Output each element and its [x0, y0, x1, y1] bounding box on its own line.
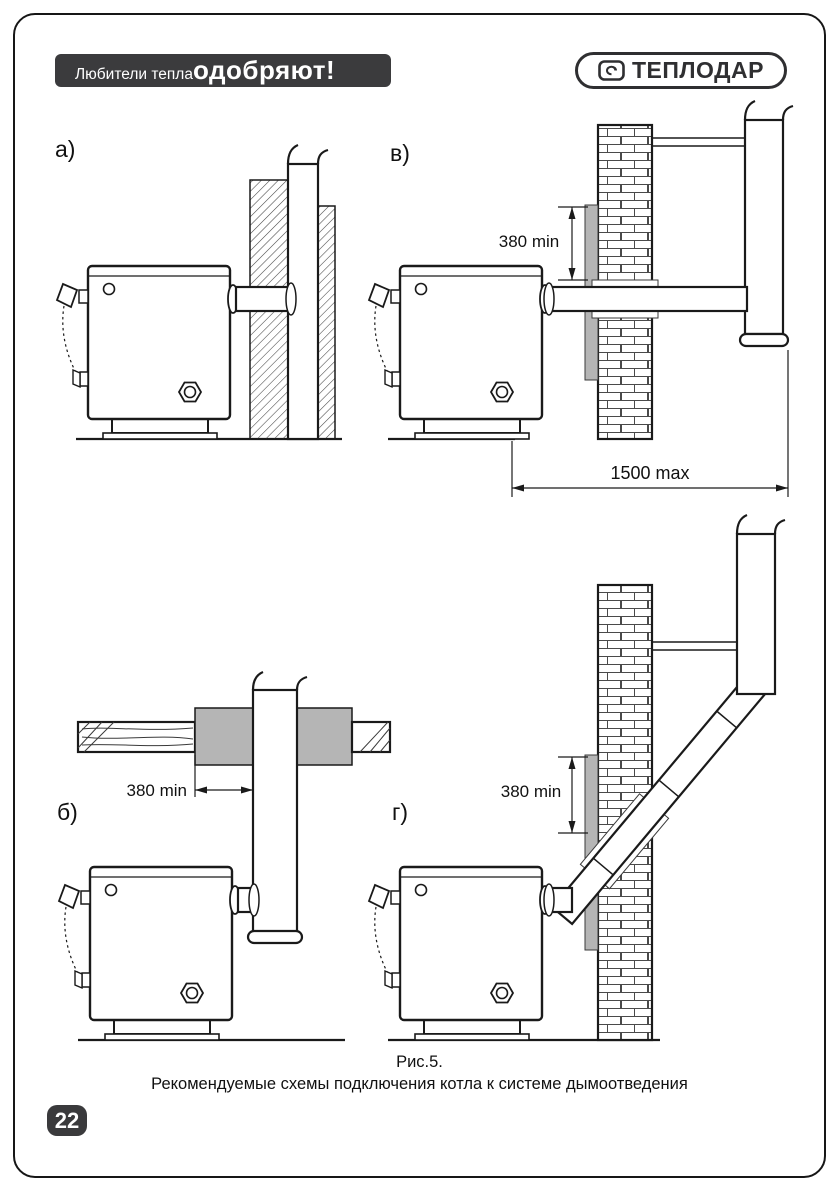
chimney [251, 688, 299, 935]
figure-caption: Рис.5. Рекомендуемые схемы подключения к… [40, 1051, 799, 1095]
dimension-ceiling-clearance [194, 755, 254, 797]
chimney-top [773, 518, 786, 535]
page-number: 22 [54, 1107, 80, 1133]
pipe-collar [285, 282, 297, 316]
chimney-top [295, 675, 308, 691]
slogan-prefix: Любители тепла [75, 66, 193, 83]
boiler-drawing [367, 264, 552, 441]
flue-pipe [234, 285, 294, 313]
page-number-badge: 22 [47, 1105, 87, 1136]
chimney-bottom-cap [246, 929, 304, 945]
dim-380-min-label: 380 min [127, 781, 187, 800]
pipe-collar [248, 883, 260, 917]
dim-380-min-label: 380 min [501, 782, 561, 801]
diagram-v: в) 380 min [367, 99, 794, 497]
chimney-top [743, 99, 756, 121]
diagram-g-label: г) [392, 799, 408, 825]
diagram-a-label: а) [55, 136, 75, 162]
slogan-emphasis: одобряют! [192, 55, 336, 85]
diagram-v-label: в) [390, 140, 410, 166]
figure-title: Рекомендуемые схемы подключения котла к … [151, 1075, 688, 1093]
boiler-drawing [57, 865, 242, 1042]
figure-number: Рис.5. [396, 1053, 443, 1071]
dimension-wall-clearance [558, 756, 588, 834]
dimension-wall-clearance [558, 206, 588, 281]
flue-top [316, 148, 329, 165]
diagram-a: а) [55, 136, 342, 441]
flue-top [286, 143, 299, 165]
pipe-collar [543, 282, 555, 316]
flue-pipe [546, 285, 749, 313]
slogan-banner: Любители теплаодобряют! [55, 54, 391, 87]
external-chimney [735, 532, 777, 696]
dim-380-min-label: 380 min [499, 232, 559, 251]
brand-logo: ТЕПЛОДАР [575, 52, 787, 89]
boiler-drawing [367, 865, 552, 1042]
brand-name: ТЕПЛОДАР [632, 57, 764, 83]
chimney-top [251, 670, 264, 691]
dimension-max-width [511, 350, 789, 497]
diagram-b-label: б) [57, 799, 78, 825]
boiler-drawing [55, 264, 240, 441]
chimney-top [735, 513, 748, 535]
beam-section-hatch [77, 721, 115, 753]
inclined-flue [550, 668, 773, 926]
diagram-g: г) [367, 513, 786, 1042]
beam-section-hatch [359, 721, 391, 753]
dim-1500-max-label: 1500 max [610, 463, 689, 483]
teplodar-logo-icon [598, 60, 625, 81]
diagram-b: б) 380 min [57, 670, 392, 1042]
external-chimney [743, 118, 785, 336]
chimney-top [781, 104, 794, 121]
chimney-bottom-cap [738, 332, 790, 348]
pipe-collar [543, 883, 555, 917]
masonry-channel [317, 205, 336, 440]
ceiling-beam [76, 720, 197, 754]
